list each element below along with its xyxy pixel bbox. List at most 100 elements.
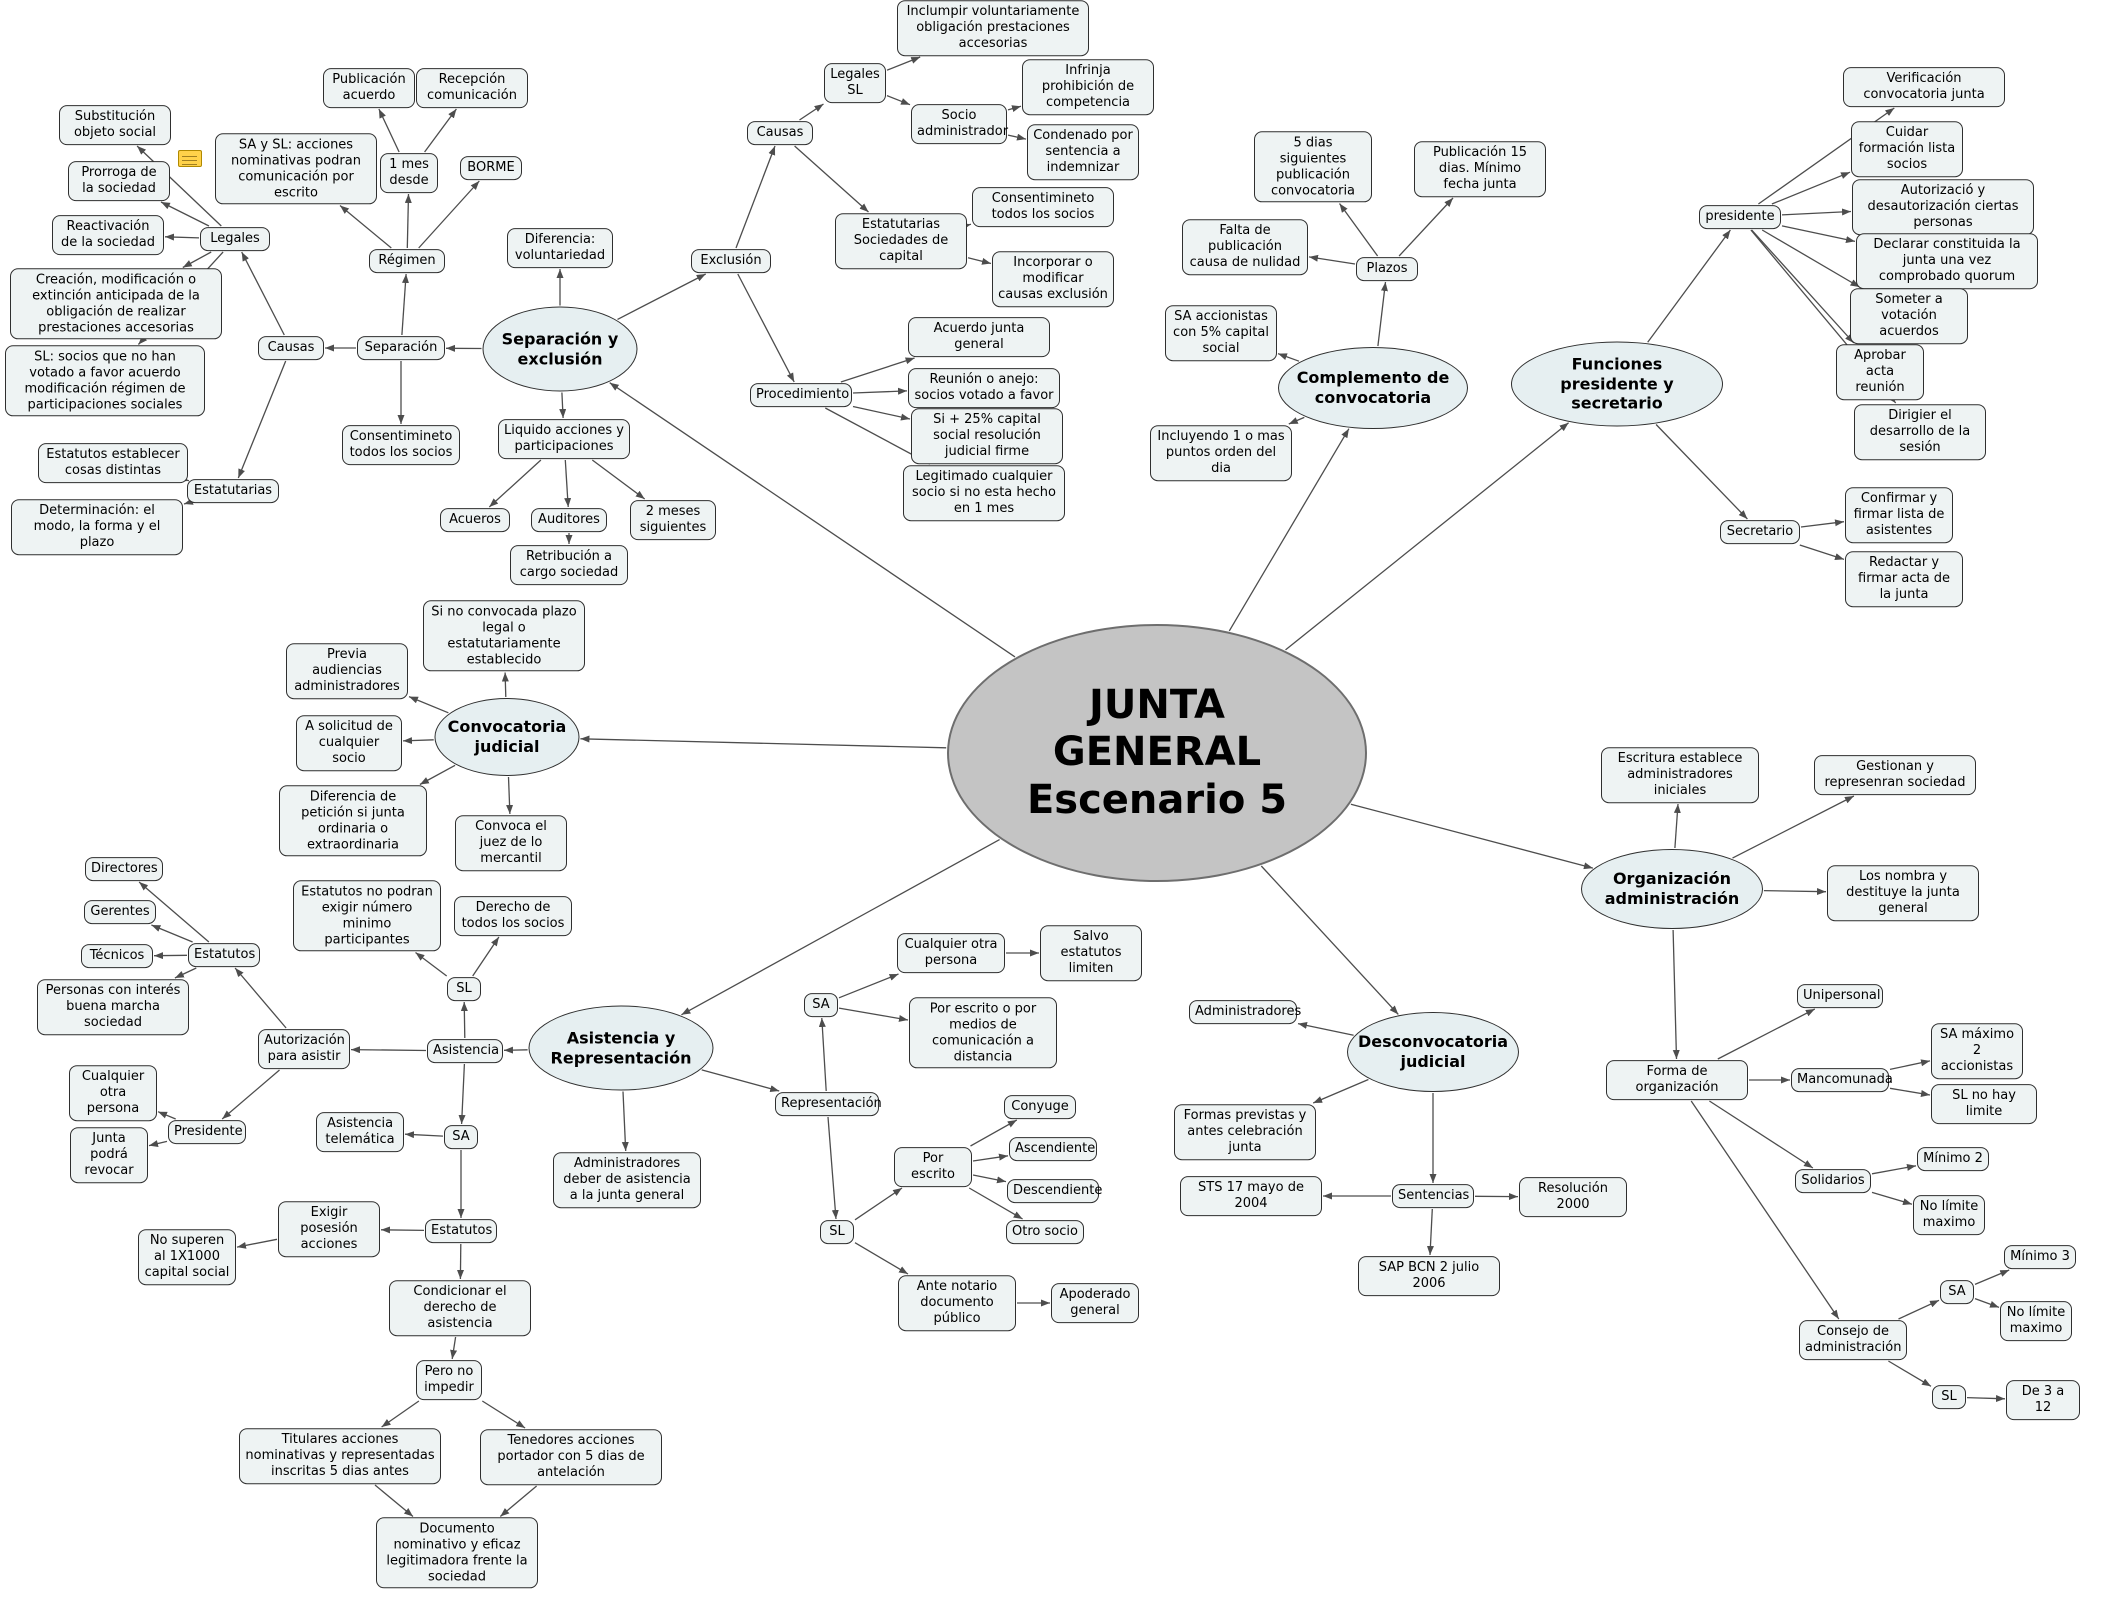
- concept-node-liquido[interactable]: Liquido acciones y participaciones: [498, 419, 630, 459]
- concept-node-legitimado[interactable]: Legitimado cualquier socio si no esta he…: [903, 465, 1065, 521]
- concept-node-retribucion[interactable]: Retribución a cargo sociedad: [510, 545, 628, 585]
- concept-node-gestionan[interactable]: Gestionan y represenran sociedad: [1814, 755, 1976, 795]
- concept-node-si25[interactable]: Si + 25% capital social resolución judic…: [911, 408, 1063, 464]
- concept-node-minimo3[interactable]: Mínimo 3: [2004, 1245, 2076, 1269]
- concept-node-acueros[interactable]: Acueros: [440, 508, 510, 532]
- concept-node-sap[interactable]: SAP BCN 2 julio 2006: [1358, 1256, 1500, 1296]
- concept-node-si_no_convocada[interactable]: Si no convocada plazo legal o estatutari…: [423, 600, 585, 672]
- concept-node-sl_no_limite[interactable]: SL no hay limite: [1931, 1084, 2037, 1124]
- concept-node-formas[interactable]: Formas previstas y antes celebración jun…: [1174, 1104, 1316, 1160]
- concept-node-inclumpir[interactable]: Inclumpir voluntariamente obligación pre…: [897, 0, 1089, 56]
- concept-node-solidarios[interactable]: Solidarios: [1795, 1169, 1871, 1193]
- concept-node-legales[interactable]: Legales: [200, 227, 270, 251]
- concept-node-legales_sl[interactable]: Legales SL: [824, 63, 886, 103]
- concept-node-minimo2[interactable]: Mínimo 2: [1917, 1147, 1989, 1171]
- concept-node-asist_telematica[interactable]: Asistencia telemática: [316, 1112, 404, 1152]
- concept-node-administradores_d[interactable]: Administradores: [1189, 1000, 1301, 1024]
- concept-node-resolucion[interactable]: Resolución 2000: [1519, 1177, 1627, 1217]
- concept-node-causas_right[interactable]: Causas: [747, 121, 813, 145]
- concept-node-condenado[interactable]: Condenado por sentencia a indemnizar: [1027, 124, 1139, 180]
- concept-node-directores[interactable]: Directores: [85, 857, 163, 881]
- concept-node-cualquier_otra_a[interactable]: Cualquier otra persona: [69, 1065, 157, 1121]
- concept-node-unipersonal[interactable]: Unipersonal: [1797, 984, 1883, 1008]
- concept-node-no_limite2[interactable]: No límite maximo: [2000, 1301, 2072, 1341]
- concept-node-asist_rep[interactable]: Asistencia y Representación: [528, 1005, 714, 1091]
- concept-node-redactar[interactable]: Redactar y firmar acta de la junta: [1845, 551, 1963, 607]
- concept-node-salvo[interactable]: Salvo estatutos limiten: [1040, 925, 1142, 981]
- concept-node-prorroga[interactable]: Prorroga de la sociedad: [68, 161, 170, 201]
- concept-node-apoderado[interactable]: Apoderado general: [1051, 1283, 1139, 1323]
- concept-node-dif_peticion[interactable]: Diferencia de petición si junta ordinari…: [279, 785, 427, 857]
- concept-node-borme[interactable]: BORME: [460, 156, 522, 180]
- concept-node-sa_accionistas[interactable]: SA accionistas con 5% capital social: [1165, 305, 1277, 361]
- concept-node-incorporar[interactable]: Incorporar o modificar causas exclusión: [992, 251, 1114, 307]
- concept-node-consent_right[interactable]: Consentimineto todos los socios: [972, 187, 1114, 227]
- concept-node-escritura[interactable]: Escritura establece administradores inic…: [1601, 747, 1759, 803]
- concept-node-no_superen[interactable]: No superen al 1X1000 capital social: [138, 1229, 236, 1285]
- concept-node-consejo[interactable]: Consejo de administración: [1799, 1320, 1907, 1360]
- concept-node-consent_left[interactable]: Consentimineto todos los socios: [342, 425, 460, 465]
- concept-node-otro_socio[interactable]: Otro socio: [1006, 1220, 1084, 1244]
- concept-node-estatutos_b[interactable]: Estatutos: [425, 1219, 497, 1243]
- concept-node-estatutarias_left[interactable]: Estatutarias: [187, 479, 279, 503]
- concept-node-representacion[interactable]: Representación: [775, 1092, 882, 1116]
- concept-node-confirmar[interactable]: Confirmar y firmar lista de asistentes: [1845, 487, 1953, 543]
- concept-node-someter[interactable]: Someter a votación acuerdos: [1850, 288, 1968, 344]
- concept-node-estatutos_establecer[interactable]: Estatutos establecer cosas distintas: [38, 443, 188, 483]
- concept-node-presidente_a[interactable]: Presidente: [168, 1120, 246, 1144]
- concept-node-sa_sl_acciones[interactable]: SA y SL: acciones nominativas podran com…: [215, 133, 377, 205]
- concept-node-sl_socios[interactable]: SL: socios que no han votado a favor acu…: [5, 345, 205, 417]
- concept-node-ascendiente[interactable]: Ascendiente: [1009, 1137, 1097, 1161]
- concept-node-sa_o[interactable]: SA: [1940, 1280, 1974, 1304]
- concept-node-recepcion[interactable]: Recepción comunicación: [416, 68, 528, 108]
- concept-node-sl_r[interactable]: SL: [820, 1220, 854, 1244]
- concept-node-los_nombra[interactable]: Los nombra y destituye la junta general: [1827, 865, 1979, 921]
- concept-node-secretario_f[interactable]: Secretario: [1720, 520, 1800, 544]
- concept-node-aprobar[interactable]: Aprobar acta reunión: [1836, 344, 1924, 400]
- concept-node-funciones[interactable]: Funciones presidente y secretario: [1511, 341, 1723, 427]
- concept-node-cinco_dias[interactable]: 5 dias siguientes publicación convocator…: [1254, 131, 1372, 203]
- concept-node-tecnicos[interactable]: Técnicos: [81, 944, 153, 968]
- concept-node-descendiente[interactable]: Descendiente: [1007, 1179, 1102, 1203]
- concept-node-junta_revocar[interactable]: Junta podrá revocar: [70, 1127, 148, 1183]
- concept-node-cualquier_otra_r[interactable]: Cualquier otra persona: [897, 933, 1005, 973]
- concept-node-complemento[interactable]: Complemento de convocatoria: [1278, 347, 1468, 429]
- concept-node-reactivacion[interactable]: Reactivación de la sociedad: [52, 215, 164, 255]
- concept-node-pero_no[interactable]: Pero no impedir: [416, 1360, 482, 1400]
- concept-node-desconvocatoria[interactable]: Desconvocatoria judicial: [1347, 1012, 1519, 1092]
- concept-node-exclusion[interactable]: Exclusión: [691, 249, 771, 273]
- concept-node-tenedores[interactable]: Tenedores acciones portador con 5 dias d…: [480, 1429, 662, 1485]
- concept-node-forma_org[interactable]: Forma de organización: [1606, 1060, 1748, 1100]
- concept-node-un_mes[interactable]: 1 mes desde: [380, 153, 438, 193]
- concept-node-reunion[interactable]: Reunión o anejo: socios votado a favor: [908, 368, 1060, 408]
- concept-node-plazos[interactable]: Plazos: [1356, 257, 1418, 281]
- concept-node-sl_a[interactable]: SL: [447, 977, 481, 1001]
- concept-node-sts[interactable]: STS 17 mayo de 2004: [1180, 1176, 1322, 1216]
- concept-node-infrinja[interactable]: Infrinja prohibición de competencia: [1022, 59, 1154, 115]
- concept-node-estatutos_a[interactable]: Estatutos: [188, 943, 260, 967]
- concept-node-sa_maximo[interactable]: SA máximo 2 accionistas: [1931, 1023, 2023, 1079]
- concept-node-procedimiento[interactable]: Procedimiento: [750, 383, 852, 407]
- concept-node-declarar[interactable]: Declarar constituida la junta una vez co…: [1856, 233, 2038, 289]
- concept-node-ante_notario[interactable]: Ante notario documento público: [898, 1275, 1016, 1331]
- concept-node-convoca_juez[interactable]: Convoca el juez de lo mercantil: [455, 815, 567, 871]
- concept-node-sa_r[interactable]: SA: [804, 993, 838, 1017]
- concept-node-sl_o[interactable]: SL: [1932, 1385, 1966, 1409]
- concept-node-conyuge[interactable]: Conyuge: [1004, 1095, 1076, 1119]
- annotation-note-icon[interactable]: [178, 150, 202, 167]
- concept-node-convocatoria[interactable]: Convocatoria judicial: [434, 698, 580, 776]
- concept-node-organizacion[interactable]: Organización administración: [1581, 849, 1763, 929]
- concept-node-no_limite1[interactable]: No límite maximo: [1913, 1195, 1985, 1235]
- concept-node-verificacion[interactable]: Verificación convocatoria junta: [1843, 67, 2005, 107]
- concept-node-incluyendo[interactable]: Incluyendo 1 o mas puntos orden del dia: [1150, 425, 1292, 481]
- concept-node-condicionar[interactable]: Condicionar el derecho de asistencia: [389, 1280, 531, 1336]
- concept-node-dif_voluntariedad[interactable]: Diferencia: voluntariedad: [507, 228, 613, 268]
- concept-node-asistencia[interactable]: Asistencia: [427, 1039, 503, 1063]
- concept-node-por_escrito[interactable]: Por escrito: [894, 1147, 972, 1187]
- concept-node-doc_nominativo[interactable]: Documento nominativo y eficaz legitimado…: [376, 1517, 538, 1589]
- concept-node-de3a12[interactable]: De 3 a 12: [2006, 1380, 2080, 1420]
- concept-node-creacion[interactable]: Creación, modificación o extinción antic…: [10, 268, 222, 340]
- concept-node-dos_meses[interactable]: 2 meses siguientes: [630, 500, 716, 540]
- concept-node-falta_pub[interactable]: Falta de publicación causa de nulidad: [1182, 219, 1308, 275]
- concept-node-auditores[interactable]: Auditores: [531, 508, 607, 532]
